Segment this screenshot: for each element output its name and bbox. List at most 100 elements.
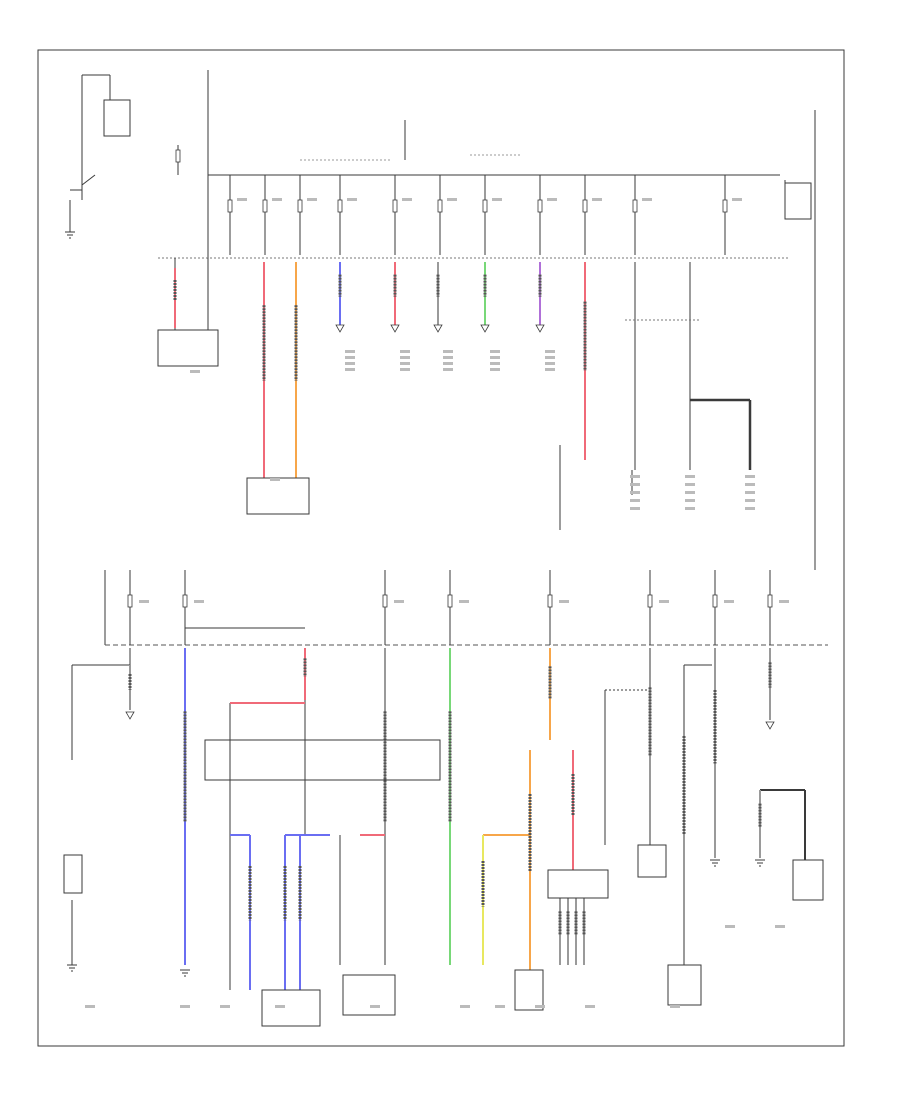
relay-label-1-4 [685, 507, 695, 510]
connector-label-2-2 [443, 362, 453, 365]
fuse-top-6 [482, 199, 488, 213]
connector-label-2-1 [443, 356, 453, 359]
component-label-3 [180, 1005, 190, 1008]
component-label-9 [535, 1005, 545, 1008]
fuse-label-mid-7 [779, 600, 789, 603]
battery-terminal [81, 174, 96, 186]
wiring-lines [69, 70, 828, 990]
relay-label-0-4 [630, 507, 640, 510]
fuse-label-mid-2 [394, 600, 404, 603]
ground-symbols [65, 231, 775, 977]
fuse-top-2 [297, 199, 303, 213]
connector-arrow-icon-0 [335, 324, 345, 333]
fuse-top-4 [392, 199, 398, 213]
horn-box [637, 844, 667, 878]
component-label-6 [370, 1005, 380, 1008]
connector-arrow-icon-4 [535, 324, 545, 333]
pgm-fi-main-relay-box [342, 974, 396, 1016]
connector-label-2-3 [443, 368, 453, 371]
connector-label-1-1 [400, 356, 410, 359]
component-label-5 [275, 1005, 285, 1008]
fuse-label-top-6 [492, 198, 502, 201]
colored-wires [128, 262, 772, 990]
fuse-mid-4 [547, 594, 553, 608]
relay-label-2-4 [745, 507, 755, 510]
component-label-10 [585, 1005, 595, 1008]
component-label-13 [775, 925, 785, 928]
fuse-label-top-3 [347, 198, 357, 201]
connector-label-2-0 [443, 350, 453, 353]
connector-label-0-0 [345, 350, 355, 353]
component-label-7 [460, 1005, 470, 1008]
fuse-mid-1 [182, 594, 188, 608]
connector-label-0-1 [345, 356, 355, 359]
relay-label-1-1 [685, 483, 695, 486]
component-label-8 [495, 1005, 505, 1008]
left-ground-icon [67, 964, 77, 972]
ignition-switch-box [792, 859, 824, 901]
relay-control-module-box [667, 964, 702, 1006]
fuse-main [175, 149, 181, 163]
fuse-relay-box [547, 869, 609, 899]
fuse-top-9 [632, 199, 638, 213]
fuse-top-10 [722, 199, 728, 213]
acc-ground-icon-a [710, 859, 720, 867]
relay-label-0-2 [630, 491, 640, 494]
component-label-11 [670, 1005, 680, 1008]
connector-label-0-2 [345, 362, 355, 365]
diagram-border [37, 49, 845, 1047]
relay-label-1-3 [685, 499, 695, 502]
acc-ground-icon-c [755, 859, 765, 867]
fuse-label-mid-4 [559, 600, 569, 603]
fuse-label-mid-5 [659, 600, 669, 603]
component-label-2 [85, 1005, 95, 1008]
fuse-label-top-7 [547, 198, 557, 201]
relay-label-2-0 [745, 475, 755, 478]
left-arrow-icon [125, 711, 135, 720]
fuse-label-top-1 [272, 198, 282, 201]
component-label-12 [725, 925, 735, 928]
relay-label-2-1 [745, 483, 755, 486]
relay-label-2-2 [745, 491, 755, 494]
connector-arrow-icon-1 [390, 324, 400, 333]
fuse-mid-2 [382, 594, 388, 608]
fuse-top-1 [262, 199, 268, 213]
fuse-label-mid-3 [459, 600, 469, 603]
fuse-label-top-8 [592, 198, 602, 201]
connector-label-3-1 [490, 356, 500, 359]
connector-label-3-3 [490, 368, 500, 371]
fuse-top-7 [537, 199, 543, 213]
connector-label-4-1 [545, 356, 555, 359]
component-label-4 [220, 1005, 230, 1008]
connector-label-1-0 [400, 350, 410, 353]
fuse-top-0 [227, 199, 233, 213]
relay-label-1-0 [685, 475, 695, 478]
fuse-top-3 [337, 199, 343, 213]
fuse-label-top-4 [402, 198, 412, 201]
relay-box-top-right [784, 182, 812, 220]
connector-arrow-icon-3 [480, 324, 490, 333]
component-label-1 [190, 370, 200, 373]
fuse-mid-3 [447, 594, 453, 608]
fuse-label-top-10 [732, 198, 742, 201]
connector-label-1-3 [400, 368, 410, 371]
junction-unit-box [261, 989, 321, 1027]
connector-label-3-2 [490, 362, 500, 365]
clutch-pedal-switch-box [63, 854, 83, 894]
connector-label-4-2 [545, 362, 555, 365]
starter-motor-box [103, 99, 131, 137]
fuse-symbols [127, 149, 773, 608]
acc-arrow-icon [765, 721, 775, 730]
fuse-label-top-2 [307, 198, 317, 201]
fuse-top-8 [582, 199, 588, 213]
fuse-mid-6 [712, 594, 718, 608]
relay-label-0-1 [630, 483, 640, 486]
connector-label-3-0 [490, 350, 500, 353]
relay-label-0-0 [630, 475, 640, 478]
fuse-top-5 [437, 199, 443, 213]
connector-label-4-3 [545, 368, 555, 371]
ipu-control-module-box [246, 477, 310, 515]
connector-label-4-0 [545, 350, 555, 353]
small-labels [85, 198, 789, 1008]
